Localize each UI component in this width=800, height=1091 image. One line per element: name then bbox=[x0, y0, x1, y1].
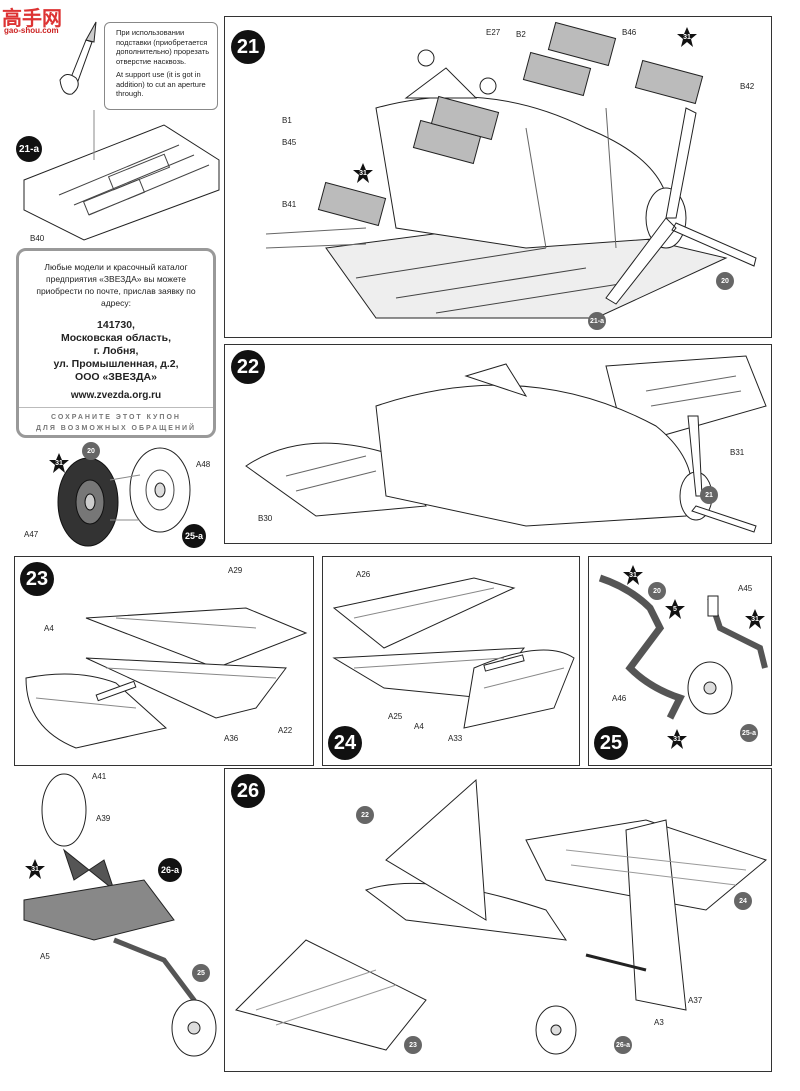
part-b2: B2 bbox=[516, 30, 526, 39]
ref-23-step26: 23 bbox=[404, 1036, 422, 1054]
color-31-star-25a: 31 bbox=[622, 564, 644, 586]
part-a41: A41 bbox=[92, 772, 107, 781]
part-a47: A47 bbox=[24, 530, 39, 539]
color-20-ref-wheel: 20 bbox=[82, 442, 100, 460]
part-e27: E27 bbox=[486, 28, 501, 37]
stand-note-en: At support use (it is got in addition) t… bbox=[116, 70, 206, 98]
color-31-star-21b: 31 bbox=[352, 162, 374, 184]
part-a5: A5 bbox=[40, 952, 50, 961]
ref-22-step26: 22 bbox=[356, 806, 374, 824]
part-a48: A48 bbox=[196, 460, 211, 469]
coupon-postcode: 141730, bbox=[97, 319, 135, 331]
step-25-drawing bbox=[598, 574, 768, 720]
part-b31: B31 bbox=[730, 448, 745, 457]
ref-25a-step25: 25-a bbox=[740, 724, 758, 742]
step-23-drawing bbox=[25, 607, 308, 749]
step-26a-badge: 26-a bbox=[158, 858, 182, 882]
color-31-star-25b: 31 bbox=[744, 608, 766, 630]
part-a37: A37 bbox=[688, 996, 703, 1005]
zvezda-coupon: Любые модели и красочный каталог предпри… bbox=[16, 248, 216, 438]
ref-21a-step21: 21-a bbox=[588, 312, 606, 330]
color-31-star-26a: 31 bbox=[24, 858, 46, 880]
step-23-badge: 23 bbox=[20, 562, 54, 596]
coupon-website: www.zvezda.org.ru bbox=[70, 390, 162, 401]
wing-center-section-drawing bbox=[23, 110, 220, 241]
ref-25-step26a: 25 bbox=[192, 964, 210, 982]
part-a39: A39 bbox=[96, 814, 111, 823]
step-21a-badge: 21-a bbox=[16, 136, 42, 162]
stand-note-ru: При использовании подставки (приобретает… bbox=[116, 28, 210, 66]
part-a26: A26 bbox=[356, 570, 371, 579]
ref-26a-step26: 26-a bbox=[614, 1036, 632, 1054]
step-21-badge: 21 bbox=[231, 30, 265, 64]
color-20-ref-25: 20 bbox=[648, 582, 666, 600]
step-22-badge: 22 bbox=[231, 350, 265, 384]
step-25-badge: 25 bbox=[594, 726, 628, 760]
part-b45: B45 bbox=[282, 138, 297, 147]
coupon-region: Московская область, bbox=[60, 332, 172, 344]
part-b41: B41 bbox=[282, 200, 297, 209]
part-b40: B40 bbox=[30, 234, 45, 243]
coupon-keep-line1: СОХРАНИТЕ ЭТОТ КУПОН bbox=[51, 414, 181, 421]
part-a45: A45 bbox=[738, 584, 753, 593]
part-a22: A22 bbox=[278, 726, 293, 735]
part-a3: A3 bbox=[654, 1018, 664, 1027]
watermark-logo: 高手网 gao-shou.com bbox=[2, 2, 84, 36]
hand-knife-icon bbox=[59, 21, 97, 95]
part-b30: B30 bbox=[258, 514, 273, 523]
ref-21-step22: 21 bbox=[700, 486, 718, 504]
part-b42: B42 bbox=[740, 82, 755, 91]
coupon-street: ул. Промышленная, д.2, bbox=[53, 358, 179, 370]
coupon-keep-line2: ДЛЯ ВОЗМОЖНЫХ ОБРАЩЕНИЙ bbox=[35, 425, 197, 432]
coupon-intro: Любые модели и красочный каталог предпри… bbox=[36, 262, 196, 308]
part-a4-step23: A4 bbox=[44, 624, 54, 633]
stand-note-box bbox=[104, 22, 218, 110]
color-5-star-25: 5 bbox=[664, 598, 686, 620]
watermark-url: gao-shou.com bbox=[4, 26, 59, 35]
step-25a-badge: 25-a bbox=[182, 524, 206, 548]
coupon-company: ООО «ЗВЕЗДА» bbox=[75, 371, 157, 383]
part-a4-step24: A4 bbox=[414, 722, 424, 731]
color-31-star-21a: 31 bbox=[676, 26, 698, 48]
step-24-drawing bbox=[332, 577, 575, 729]
ref-20-step21: 20 bbox=[716, 272, 734, 290]
part-b46: B46 bbox=[622, 28, 637, 37]
step-24-badge: 24 bbox=[328, 726, 362, 760]
part-a25: A25 bbox=[388, 712, 403, 721]
step-26-drawing bbox=[235, 778, 768, 1055]
part-a46: A46 bbox=[612, 694, 627, 703]
main-wheel-drawing bbox=[57, 447, 191, 547]
step-22-drawing bbox=[245, 355, 767, 533]
coupon-city: г. Лобня, bbox=[93, 345, 139, 357]
step-21-drawing bbox=[265, 21, 757, 319]
part-a29: A29 bbox=[228, 566, 243, 575]
color-31-star-wheel: 31 bbox=[48, 452, 70, 474]
part-a36: A36 bbox=[224, 734, 239, 743]
landing-gear-bay-drawing bbox=[23, 773, 217, 1057]
ref-24-step26: 24 bbox=[734, 892, 752, 910]
part-a33: A33 bbox=[448, 734, 463, 743]
watermark-brand: 高手网 bbox=[2, 8, 62, 30]
step-26-badge: 26 bbox=[231, 774, 265, 808]
part-b1: B1 bbox=[282, 116, 292, 125]
color-31-star-25c: 31 bbox=[666, 728, 688, 750]
